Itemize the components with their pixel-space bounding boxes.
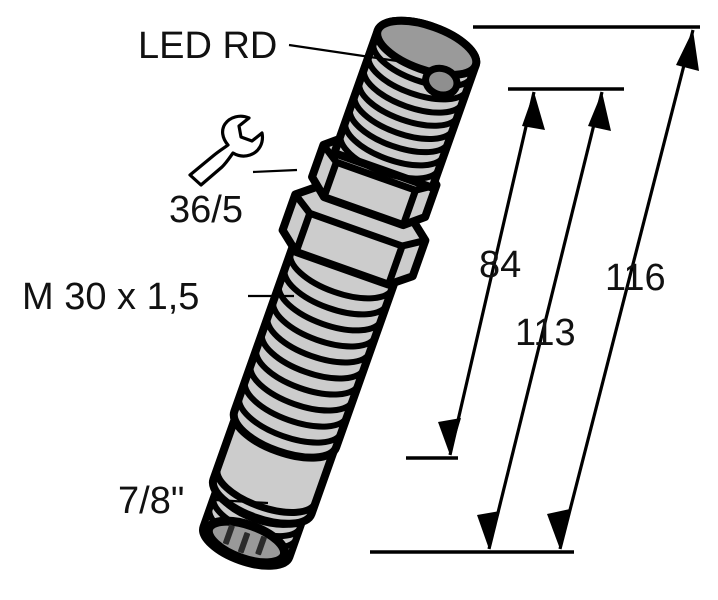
dimension-116: 116 — [547, 29, 699, 550]
hex-nut-lower — [278, 181, 430, 289]
sensor-top-face — [373, 16, 481, 79]
dimension-113-value: 113 — [515, 312, 576, 354]
wrench-size-label: 36/5 — [169, 189, 243, 231]
dimension-113: 113 — [477, 91, 611, 550]
led-indicator-label: LED RD — [138, 25, 277, 67]
led-indicator — [422, 64, 461, 99]
connector-pin-slots — [222, 524, 267, 556]
sensor-body — [199, 16, 481, 570]
leader-line-led — [288, 43, 405, 64]
leader-line-wrench — [252, 168, 298, 174]
dimension-84-value: 84 — [479, 244, 521, 286]
leader-line-connector — [214, 498, 269, 505]
threaded-barrel-m30 — [229, 234, 402, 462]
dimension-116-value: 116 — [605, 257, 666, 299]
thread-spec-label: M 30 x 1,5 — [22, 276, 199, 318]
connector-thread-label: 7/8" — [118, 480, 184, 522]
dimension-84: 84 — [438, 91, 545, 456]
wrench-icon — [188, 114, 265, 187]
sensing-head — [329, 16, 481, 193]
